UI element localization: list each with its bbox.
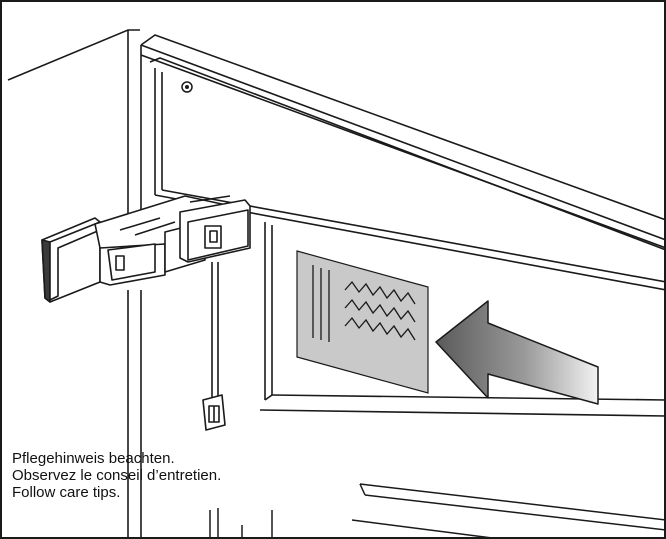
caption-german: Pflegehinweis beachten. <box>12 450 175 467</box>
caption-english: Follow care tips. <box>12 484 121 501</box>
cabinet-side-panel <box>7 29 142 539</box>
care-label-icon <box>296 250 429 394</box>
screw-icon <box>181 81 193 93</box>
hinge-assembly <box>41 195 251 431</box>
pointing-arrow-icon <box>435 300 599 405</box>
care-instruction-caption: Pflegehinweis beachten. Observez le cons… <box>12 450 412 501</box>
caption-french: Observez le conseil d’entretien. <box>12 467 222 484</box>
cabinet-top-rail <box>140 34 666 251</box>
lower-shelf <box>209 483 666 539</box>
door-panel <box>154 68 666 291</box>
interior-panel <box>259 222 666 417</box>
